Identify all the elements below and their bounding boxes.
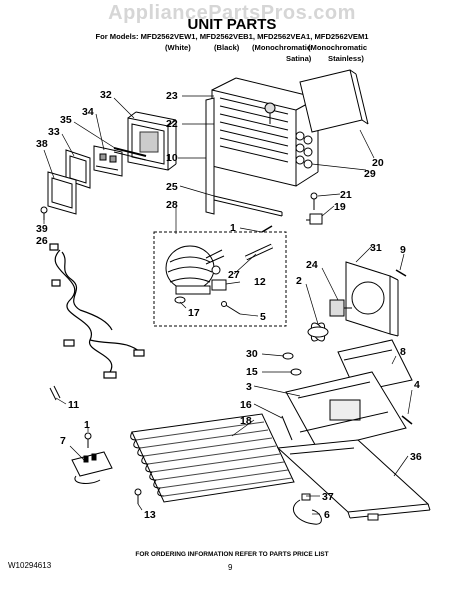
callout-23: 23 <box>166 90 178 102</box>
callout-5: 5 <box>260 311 266 323</box>
fan-blade-2 <box>307 322 329 342</box>
color-black: (Black) <box>214 43 240 52</box>
drain-hose-6 <box>293 499 322 525</box>
page-title: UNIT PARTS <box>187 16 277 33</box>
callout-21: 21 <box>340 189 352 201</box>
callout-38: 38 <box>36 138 48 150</box>
foot-37 <box>301 493 379 521</box>
clip-19 <box>306 213 323 225</box>
harness-bar-35 <box>113 147 147 161</box>
callout-24: 24 <box>306 259 318 271</box>
drain-pan-36 <box>276 439 431 519</box>
callout-28: 28 <box>166 199 178 211</box>
callout-31: 31 <box>370 242 382 254</box>
document-id: W10294613 <box>8 561 52 570</box>
callout-2: 2 <box>296 275 302 287</box>
terminal-block-7 <box>71 451 113 484</box>
compressor <box>165 245 225 295</box>
callout-7: 7 <box>60 435 66 447</box>
callout-11: 11 <box>68 399 79 411</box>
color-stainless: Stainless) <box>328 54 364 63</box>
callout-29: 29 <box>364 168 376 180</box>
screw-13 <box>134 488 142 504</box>
control-board-34 <box>93 145 123 177</box>
callout-39: 39 <box>36 223 48 235</box>
tube-connector <box>264 102 276 124</box>
coil-tubes-29 <box>295 131 313 169</box>
screw-1-left <box>84 432 92 448</box>
machine-compartment-base-3 <box>285 371 407 451</box>
color-white: (White) <box>165 43 191 52</box>
callout-6: 6 <box>324 509 330 521</box>
callout-4: 4 <box>414 379 420 391</box>
wiring-harness-26 <box>49 243 145 379</box>
screw-4 <box>401 415 413 425</box>
callout-10: 10 <box>166 152 178 164</box>
callout-18: 18 <box>240 415 252 427</box>
wire-16 <box>281 415 293 441</box>
callout-8: 8 <box>400 346 406 358</box>
compressor-box-28 <box>153 231 287 327</box>
tube-27 <box>244 243 274 261</box>
callout-15: 15 <box>246 366 258 378</box>
condenser-18 <box>130 413 295 503</box>
callout-labels: 32 34 35 33 38 39 26 23 22 10 25 28 1 27… <box>36 89 422 521</box>
color-monochromatic-stainless: (Monochromatic <box>308 43 368 52</box>
callout-9: 9 <box>400 244 406 256</box>
callout-3: 3 <box>246 381 252 393</box>
fan-shroud-31 <box>345 261 399 337</box>
grommet-30 <box>282 352 294 360</box>
callout-35: 35 <box>60 114 72 126</box>
strap-11 <box>49 385 61 401</box>
model-list: For Models: MFD2562VEW1, MFD2562VEB1, MF… <box>95 32 369 41</box>
bolt-5 <box>221 301 241 315</box>
relay-12 <box>211 279 227 291</box>
leader-lines <box>43 95 413 515</box>
fan-motor-24 <box>329 299 352 317</box>
callout-1-left: 1 <box>84 419 90 431</box>
watermark: AppliancePartsPros.com <box>108 2 356 24</box>
page-number: 9 <box>228 563 233 572</box>
callout-1-top: 1 <box>230 222 236 234</box>
callout-25: 25 <box>166 181 178 193</box>
screw-9 <box>395 269 407 277</box>
callout-22: 22 <box>166 118 178 130</box>
color-satina: Satina) <box>286 54 312 63</box>
mounting-rail-25 <box>213 195 283 217</box>
control-panel-32 <box>127 111 177 171</box>
callout-12: 12 <box>254 276 266 288</box>
callout-13: 13 <box>144 509 156 521</box>
callout-20: 20 <box>372 157 384 169</box>
callout-30: 30 <box>246 348 258 360</box>
condenser-coil-22 <box>211 77 319 187</box>
callout-37: 37 <box>322 491 334 503</box>
callout-16: 16 <box>240 399 252 411</box>
color-monochromatic-satina: (Monochromatic <box>252 43 312 52</box>
callout-27: 27 <box>228 269 240 281</box>
callout-34: 34 <box>82 106 94 118</box>
cover-plate-38 <box>47 171 77 215</box>
callout-36: 36 <box>410 451 422 463</box>
shield-panel-20 <box>299 69 369 133</box>
callout-26: 26 <box>36 235 48 247</box>
screw-1-top <box>261 225 273 233</box>
grommet-15 <box>290 368 302 376</box>
callout-32: 32 <box>100 89 112 101</box>
fan-shroud-plate-10 <box>205 97 215 215</box>
callout-17: 17 <box>188 307 200 319</box>
drain-tube-21 <box>310 192 318 210</box>
callout-33: 33 <box>48 126 60 138</box>
callout-19: 19 <box>334 201 346 213</box>
ordering-info: FOR ORDERING INFORMATION REFER TO PARTS … <box>135 551 329 558</box>
grommet-17 <box>174 296 186 304</box>
